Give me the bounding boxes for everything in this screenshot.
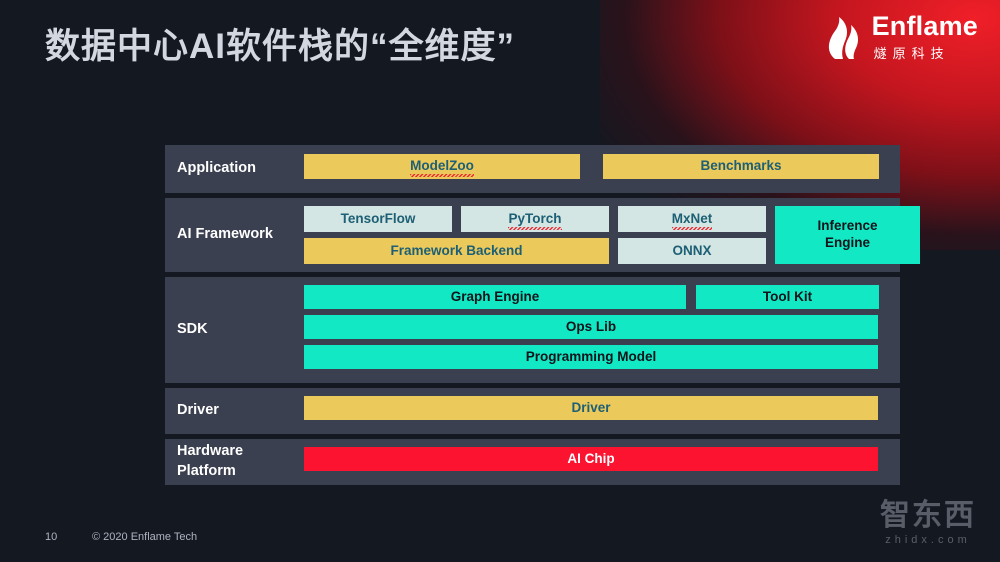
stack-box-tool-kit: Tool Kit (696, 285, 879, 309)
stack-box-label: AI Chip (567, 450, 615, 466)
stack-band: Programming Model (304, 345, 879, 369)
stack-row-application: Application ModelZoo Benchmarks (165, 145, 900, 193)
stack-box-label: Tool Kit (762, 288, 813, 304)
stack-band: AI Chip (304, 447, 879, 471)
stack-band: TensorFlow PyTorch MxNet (304, 206, 766, 232)
stack-row-body: Driver (304, 396, 900, 426)
software-stack-diagram: Application ModelZoo Benchmarks AI Framewor… (165, 145, 920, 490)
stack-box-modelzoo: ModelZoo (304, 153, 580, 179)
stack-box-label: ModelZoo (410, 157, 474, 178)
copyright-text: © 2020 Enflame Tech (92, 531, 198, 543)
watermark-en: zhidx.com (885, 534, 971, 546)
stack-row-label: SDK (177, 321, 208, 338)
page-number: 10 (45, 531, 58, 543)
stack-row-label: Driver (177, 402, 219, 419)
watermark-cn: 智东西 (880, 499, 976, 532)
stack-box-ops-lib: Ops Lib (304, 315, 878, 339)
stack-box-benchmarks: Benchmarks (603, 153, 879, 179)
stack-box-driver: Driver (304, 396, 878, 420)
brand-name: Enflame (871, 11, 978, 41)
stack-box-label: Driver (571, 399, 611, 415)
stack-band: ModelZoo Benchmarks (304, 153, 879, 179)
stack-box-label: Framework Backend (390, 242, 523, 258)
stack-box-label: Ops Lib (565, 318, 617, 334)
stack-box-label: Programming Model (525, 348, 657, 364)
stack-box-programming-model: Programming Model (304, 345, 878, 369)
stack-band: Driver (304, 396, 879, 420)
stack-box-framework-backend: Framework Backend (304, 238, 609, 264)
brand-name-cn: 燧原科技 (873, 46, 950, 61)
stack-band: Graph Engine Tool Kit (304, 285, 879, 309)
stack-box-label: MxNet (671, 210, 713, 231)
stack-box-ai-chip: AI Chip (304, 447, 878, 471)
stack-row-label: AI Framework (177, 226, 273, 243)
stack-box-label: Graph Engine (450, 288, 540, 304)
enflame-logo: Enflame 燧原科技 (823, 13, 978, 66)
zhidx-watermark: 智东西 zhidx.com (880, 501, 976, 546)
stack-box-tensorflow: TensorFlow (304, 206, 452, 232)
stack-row-driver: Driver Driver (165, 388, 900, 434)
stack-box-label: PyTorch (508, 210, 562, 231)
stack-box-label: Benchmarks (700, 157, 782, 173)
stack-box-onnx: ONNX (618, 238, 766, 264)
stack-band: Ops Lib (304, 315, 879, 339)
stack-row-label: Application (177, 160, 256, 177)
stack-row-body: AI Chip (304, 447, 900, 477)
stack-row-body: ModelZoo Benchmarks (304, 153, 900, 185)
stack-box-mxnet: MxNet (618, 206, 766, 232)
stack-box-graph-engine: Graph Engine (304, 285, 686, 309)
stack-band: Framework Backend ONNX (304, 238, 766, 264)
flame-icon (823, 15, 863, 66)
stack-box-label: ONNX (672, 242, 712, 258)
page-title: 数据中心AI软件栈的“全维度” (45, 27, 516, 66)
stack-box-label: TensorFlow (340, 210, 416, 226)
stack-box-pytorch: PyTorch (461, 206, 609, 232)
